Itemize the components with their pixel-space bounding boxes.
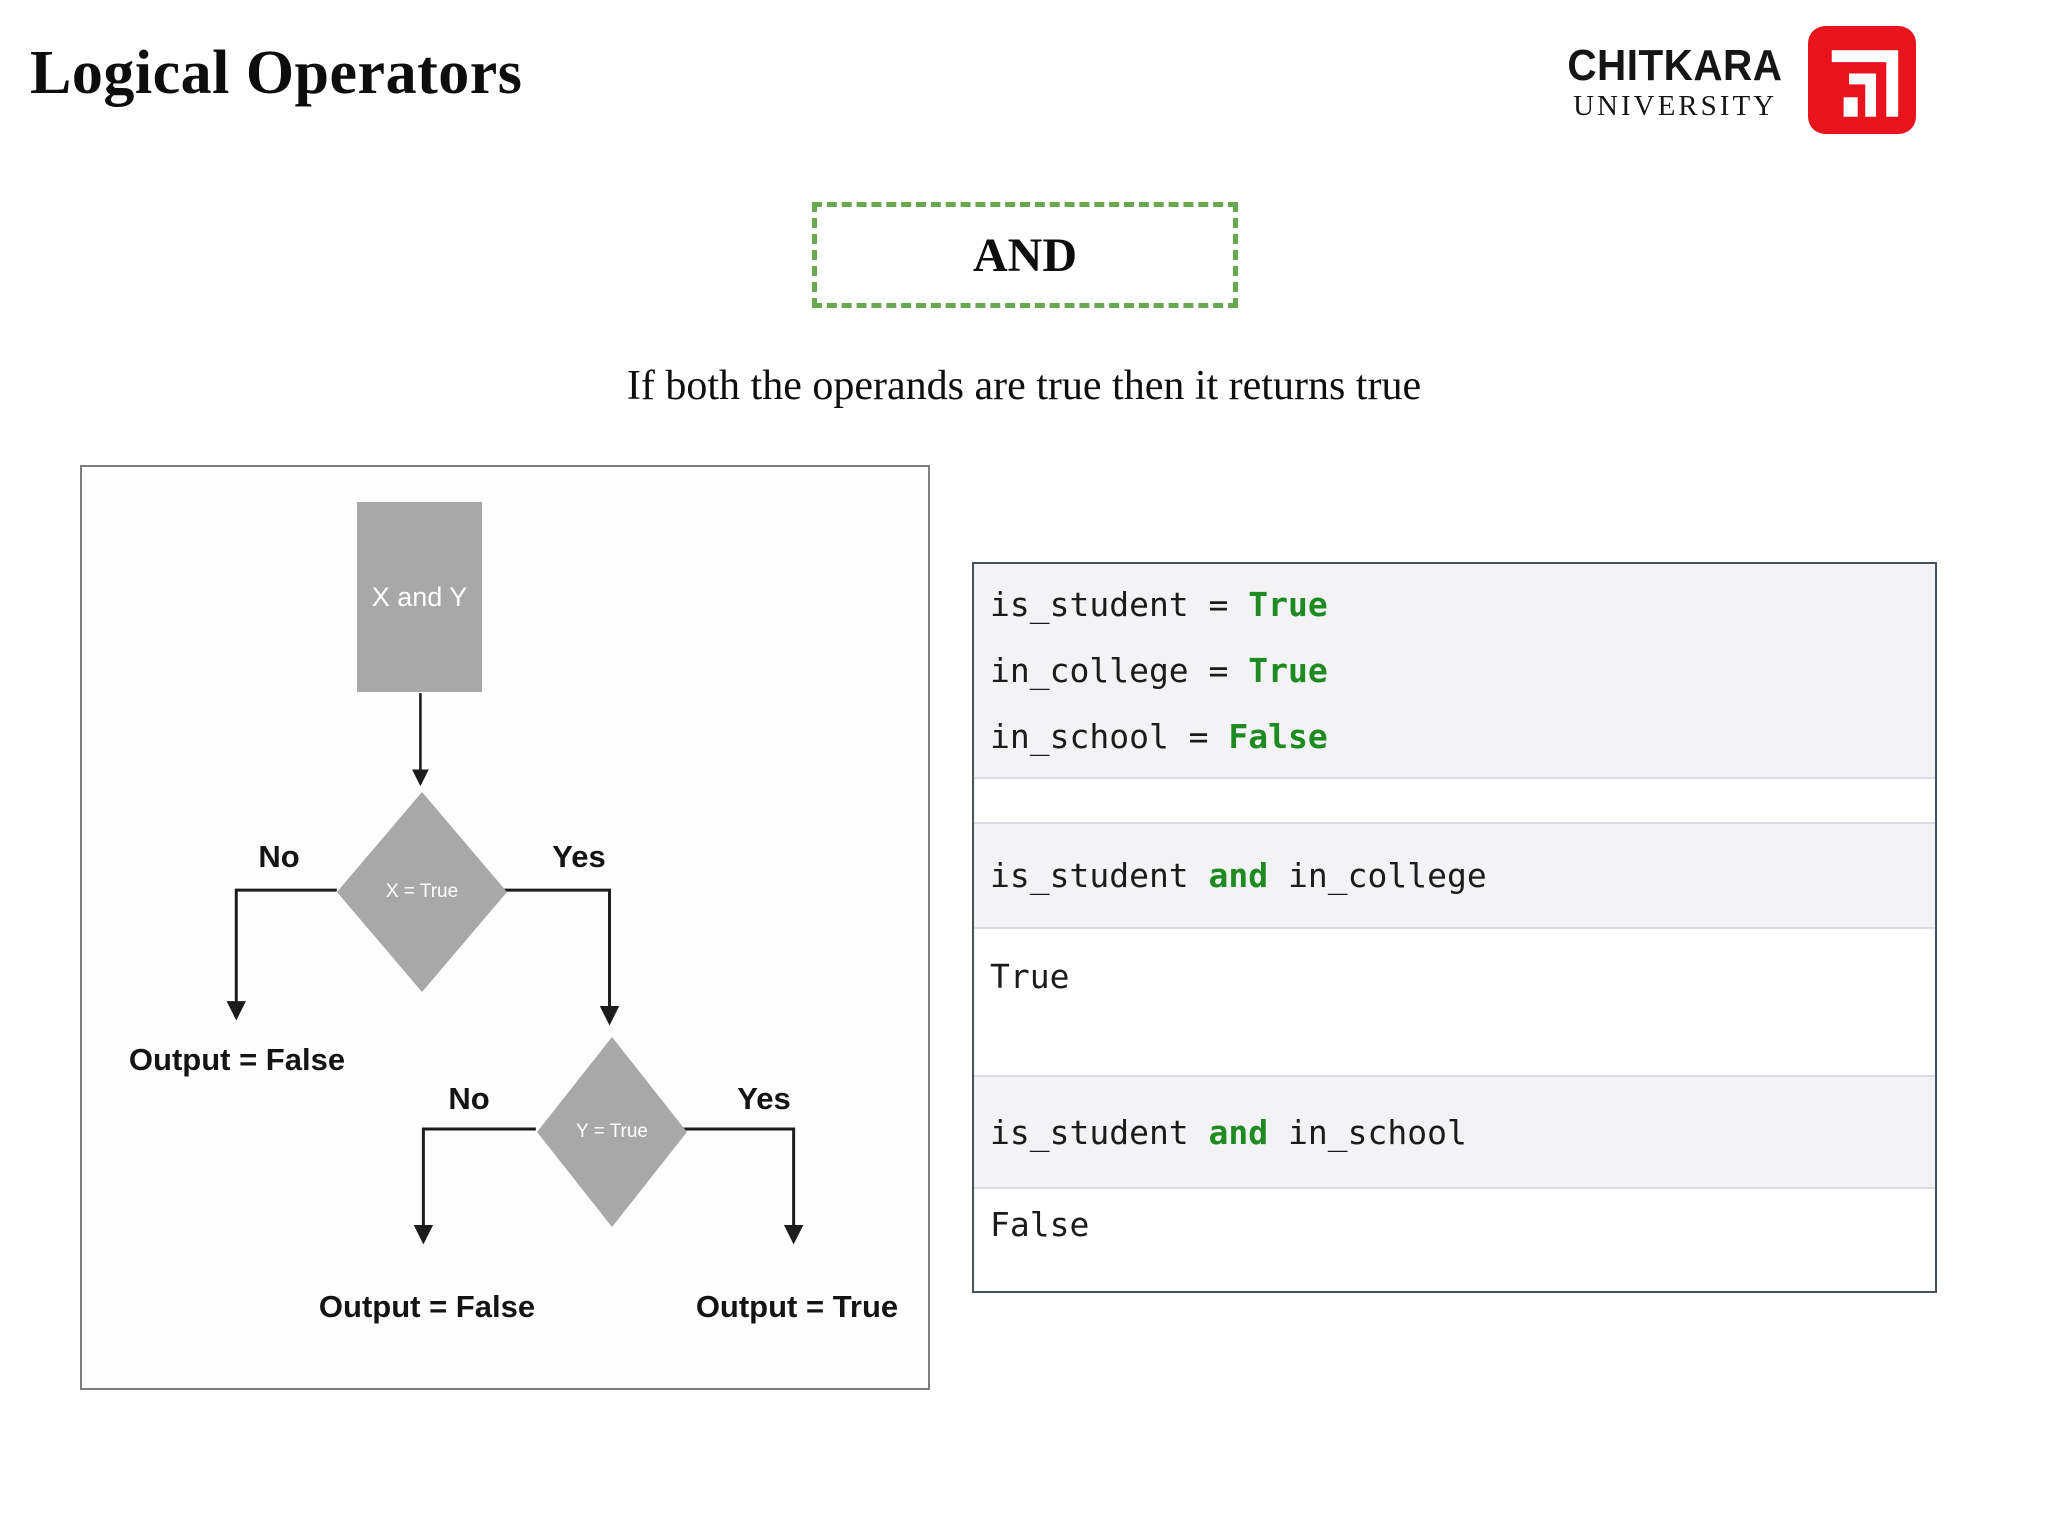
university-logo: CHITKARA UNIVERSITY xyxy=(1558,26,1918,139)
code-panel: is_student = True in_college = True in_s… xyxy=(972,562,1937,1293)
keyword-and: and xyxy=(1208,1112,1269,1152)
branch-label-no-2: No xyxy=(448,1081,490,1116)
operator-box: AND xyxy=(812,202,1238,308)
result-value: True xyxy=(990,957,1070,996)
code-expression-2: is_student and in_school xyxy=(974,1075,1935,1187)
flowchart-panel: X and Y X = True Y = True No Yes No Yes … xyxy=(80,465,930,1390)
logo-icon xyxy=(1806,26,1918,139)
output-false-center: Output = False xyxy=(318,1289,536,1324)
branch-label-no-1: No xyxy=(258,839,300,874)
keyword-true: True xyxy=(1248,585,1328,624)
code-assignments: is_student = True in_college = True in_s… xyxy=(974,564,1935,777)
result-value: False xyxy=(990,1205,1090,1244)
code-line: is_student = True xyxy=(990,585,1328,624)
logo-name: CHITKARA xyxy=(1567,41,1783,90)
code-line: in_college = True xyxy=(990,651,1328,690)
output-true-right: Output = True xyxy=(695,1289,899,1324)
page-title: Logical Operators xyxy=(30,39,523,107)
code-line: in_school = False xyxy=(990,717,1328,756)
code-line: is_student and in_college xyxy=(990,856,1487,895)
logo-wordmark: CHITKARA UNIVERSITY xyxy=(1558,44,1792,121)
branch-label-yes-1: Yes xyxy=(552,839,606,874)
keyword-false: False xyxy=(1228,717,1328,756)
flow-start-box: X and Y xyxy=(357,502,482,692)
branch-label-yes-2: Yes xyxy=(737,1081,791,1116)
flowchart-connectors xyxy=(226,693,804,1245)
keyword-and: and xyxy=(1208,856,1269,895)
output-false-left: Output = False xyxy=(128,1042,346,1077)
operator-label: AND xyxy=(973,228,1077,282)
code-spacer-row xyxy=(974,777,1935,822)
code-result-2: False xyxy=(974,1187,1935,1291)
keyword-true: True xyxy=(1248,651,1328,690)
logo-subname: UNIVERSITY xyxy=(1573,90,1778,122)
code-expression-1: is_student and in_college xyxy=(974,822,1935,927)
code-result-1: True xyxy=(974,927,1935,1075)
code-line: is_student and in_school xyxy=(990,1112,1467,1152)
subtitle: If both the operands are true then it re… xyxy=(626,363,1422,409)
